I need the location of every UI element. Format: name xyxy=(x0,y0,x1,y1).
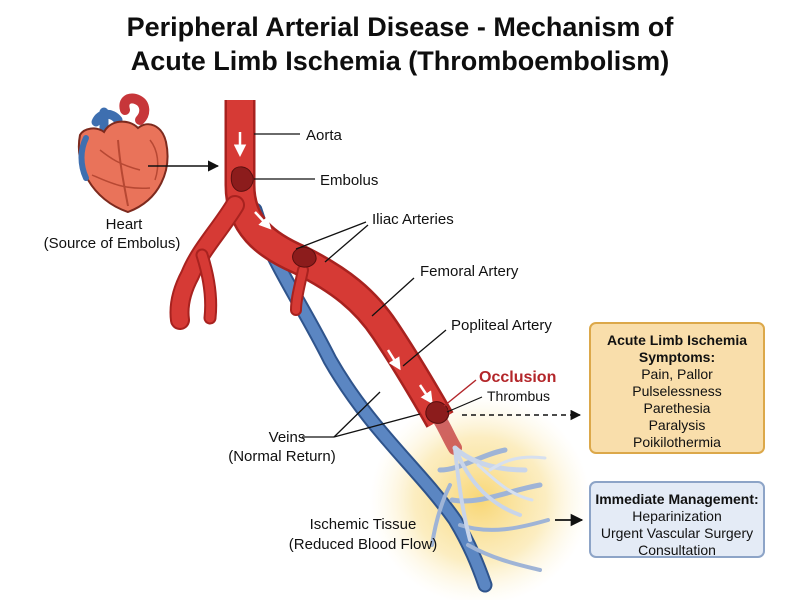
heart-icon xyxy=(77,93,169,214)
veins-label: Veins xyxy=(269,429,306,446)
embolus-clot xyxy=(230,166,254,192)
femoral-artery-label: Femoral Artery xyxy=(420,263,519,280)
title-line-1: Peripheral Arterial Disease - Mechanism … xyxy=(126,12,674,42)
veins-leader-3 xyxy=(333,413,421,438)
heart-sublabel: (Source of Embolus) xyxy=(44,235,181,252)
symptoms-title-2: Symptoms: xyxy=(638,349,716,365)
vein-vessel xyxy=(247,202,550,593)
aorta-label: Aorta xyxy=(306,127,343,144)
thrombus-label: Thrombus xyxy=(487,388,550,404)
page-title: Peripheral Arterial Disease - Mechanism … xyxy=(0,10,800,78)
veins-leader-2 xyxy=(333,391,381,438)
iliac-arteries-label: Iliac Arteries xyxy=(372,211,454,228)
title-line-2: Acute Limb Ischemia (Thromboembolism) xyxy=(130,46,670,76)
popliteal-artery-label: Popliteal Artery xyxy=(451,317,552,334)
management-title: Immediate Management: xyxy=(595,491,759,507)
veins-sublabel: (Normal Return) xyxy=(228,448,336,465)
symptoms-box: Acute Limb Ischemia Symptoms: Pain, Pall… xyxy=(589,322,765,454)
femoral-leader xyxy=(371,277,415,317)
thrombus-leader xyxy=(446,396,483,413)
symptom-item: Pain, Pallor xyxy=(641,366,713,382)
thrombus-clot xyxy=(425,401,450,424)
embolus-label: Embolus xyxy=(320,172,378,189)
iliac-clot xyxy=(292,246,317,268)
ischemic-tissue-label: Ischemic Tissue xyxy=(310,516,417,533)
heart-label: Heart xyxy=(106,216,144,233)
iliac-leader-1 xyxy=(295,221,367,250)
symptom-item: Parethesia xyxy=(643,400,711,416)
management-box: Immediate Management: Heparinization Urg… xyxy=(589,481,765,558)
symptom-item: Paralysis xyxy=(648,417,706,433)
symptoms-title-1: Acute Limb Ischemia xyxy=(606,332,748,348)
management-item: Consultation xyxy=(638,542,716,558)
symptom-item: Poikilothermia xyxy=(633,434,721,450)
occlusion-label: Occlusion xyxy=(479,369,556,386)
ischemic-tissue-sublabel: (Reduced Blood Flow) xyxy=(289,536,437,553)
management-item: Urgent Vascular Surgery xyxy=(600,525,754,541)
management-item: Heparinization xyxy=(632,508,722,524)
popliteal-leader xyxy=(402,329,447,367)
symptom-item: Pulselessness xyxy=(632,383,722,399)
occlusion-leader xyxy=(443,379,477,407)
iliac-leader-2 xyxy=(324,224,369,263)
